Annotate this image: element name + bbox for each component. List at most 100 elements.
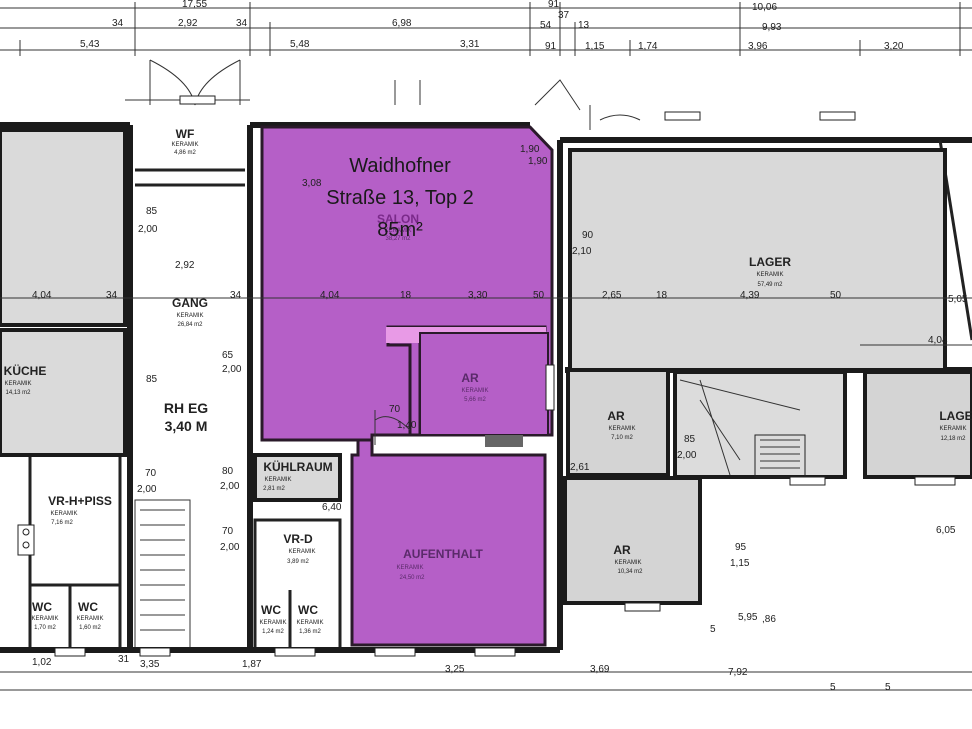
dim-label: 85 — [146, 374, 158, 385]
svg-text:GANG: GANG — [172, 296, 208, 310]
dim-label: 70 — [222, 526, 234, 537]
dim-label: 2,92 — [175, 260, 195, 271]
dim-label: 70 — [389, 404, 401, 415]
dim-label: 37 — [558, 10, 570, 21]
svg-text:AUFENTHALT: AUFENTHALT — [403, 547, 483, 561]
svg-text:12,18 m2: 12,18 m2 — [940, 436, 966, 442]
dim-label: 1,02 — [32, 657, 52, 668]
dim-label: 3,69 — [590, 664, 610, 675]
svg-text:KERAMIK: KERAMIK — [939, 426, 966, 432]
highlight-area-lower — [350, 438, 547, 647]
dim-label: 5,95 — [738, 612, 758, 623]
svg-text:KERAMIK: KERAMIK — [76, 616, 103, 622]
svg-text:WC: WC — [78, 600, 98, 614]
dim-label: 85 — [146, 206, 158, 217]
dim-label: 34 — [112, 18, 124, 29]
dim-label: 4,04 — [32, 290, 52, 301]
dim-label: 6,40 — [322, 502, 342, 513]
svg-text:4,86 m2: 4,86 m2 — [174, 150, 196, 156]
dim-label: 1,90 — [528, 156, 548, 167]
dim-label: 18 — [656, 290, 668, 301]
svg-text:RH EG: RH EG — [164, 400, 208, 416]
svg-text:KÜCHE: KÜCHE — [4, 363, 47, 378]
svg-text:WC: WC — [32, 600, 52, 614]
dim-label: 6,98 — [392, 18, 412, 29]
dim-label: 2,92 — [178, 18, 198, 29]
svg-text:5,66 m2: 5,66 m2 — [464, 397, 486, 403]
svg-text:57,49 m2: 57,49 m2 — [757, 282, 783, 288]
bottom-dimension-labels: 1,02 31 3,35 1,87 3,25 3,69 7,92 5,95 ,8… — [32, 612, 891, 693]
svg-text:AR: AR — [613, 543, 631, 557]
svg-text:SALON: SALON — [377, 212, 419, 226]
apartment-area: 85m² — [377, 219, 423, 241]
dim-label: 34 — [230, 290, 242, 301]
room-wc-3: WC KERAMIK 1,24 m2 — [259, 603, 286, 635]
dim-label: 1,87 — [242, 659, 262, 670]
svg-text:KERAMIK: KERAMIK — [756, 272, 783, 278]
dim-label: 1,15 — [585, 41, 605, 52]
fixtures — [17, 364, 555, 556]
dim-label: 95 — [735, 542, 747, 553]
room-vr-d: VR-D KERAMIK 3,89 m2 — [283, 532, 315, 565]
dim-label: 2,00 — [677, 450, 697, 461]
dim-label: 18 — [400, 290, 412, 301]
dim-label: 6,05 — [936, 525, 956, 536]
dim-label: 2,00 — [222, 364, 242, 375]
svg-text:LAGER: LAGER — [749, 255, 791, 269]
dim-label: 2,00 — [220, 542, 240, 553]
svg-text:KERAMIK: KERAMIK — [296, 620, 323, 626]
dim-label: 1,15 — [730, 558, 750, 569]
dim-label: 1,40 — [397, 420, 417, 431]
svg-text:LAGE: LAGE — [939, 409, 972, 423]
dim-label: 1,74 — [638, 41, 658, 52]
dim-label: 31 — [118, 654, 130, 665]
dim-label: 34 — [236, 18, 248, 29]
room-vr-h-piss: VR-H+PISS KERAMIK 7,16 m2 — [48, 494, 112, 526]
svg-text:3,40 M: 3,40 M — [165, 418, 208, 434]
dim-label: 4,39 — [740, 290, 760, 301]
dim-label: 5,43 — [80, 39, 100, 50]
dim-label: 2,00 — [137, 484, 157, 495]
svg-text:KERAMIK: KERAMIK — [171, 142, 198, 148]
svg-text:KERAMIK: KERAMIK — [614, 560, 641, 566]
dim-label: 4,04 — [928, 335, 948, 346]
highlighted-apartment — [260, 125, 554, 647]
svg-text:7,16 m2: 7,16 m2 — [51, 520, 73, 526]
dim-label: 2,00 — [138, 224, 158, 235]
dim-label: 5 — [830, 682, 836, 693]
dim-label: 5 — [710, 624, 716, 635]
room-ar-1: AR KERAMIK 5,66 m2 — [461, 371, 488, 403]
dim-label: 91 — [545, 41, 557, 52]
svg-text:VR-H+PISS: VR-H+PISS — [48, 494, 112, 508]
room-lager: LAGER KERAMIK 57,49 m2 — [749, 255, 791, 288]
dim-label: 7,92 — [728, 667, 748, 678]
dim-label: 85 — [684, 434, 696, 445]
dim-label: 50 — [830, 290, 842, 301]
inner-dimension-labels: 4,04 34 34 4,04 18 3,30 50 2,65 18 4,39 … — [32, 144, 968, 569]
dim-label: 3,31 — [460, 39, 480, 50]
svg-text:KERAMIK: KERAMIK — [50, 511, 77, 517]
windows — [54, 95, 956, 657]
dim-label: 2,65 — [602, 290, 622, 301]
room-ar-3: AR KERAMIK 10,34 m2 — [613, 543, 643, 575]
dim-label: 9,93 — [762, 22, 782, 33]
svg-text:38,27 m2: 38,27 m2 — [385, 236, 411, 242]
room-wc-2: WC KERAMIK 1,60 m2 — [76, 600, 103, 631]
dim-label: 17,55 — [182, 0, 207, 10]
svg-text:3,89 m2: 3,89 m2 — [287, 559, 309, 565]
dim-label: 2,00 — [220, 481, 240, 492]
dim-label: 2,61 — [570, 462, 590, 473]
dim-label: 1,90 — [520, 144, 540, 155]
svg-text:KERAMIK: KERAMIK — [396, 565, 423, 571]
svg-text:26,84 m2: 26,84 m2 — [177, 322, 203, 328]
svg-text:KERAMIK: KERAMIK — [31, 616, 58, 622]
room-wf: WF KERAMIK 4,86 m2 — [171, 127, 198, 156]
dim-label: 5,05 — [948, 294, 968, 305]
svg-text:24,50 m2: 24,50 m2 — [399, 575, 425, 581]
dim-label: 3,20 — [884, 41, 904, 52]
room-labels: WF KERAMIK 4,86 m2 SALON KERAMIK 38,27 m… — [4, 127, 972, 635]
walls — [0, 122, 972, 653]
dim-label: 5,48 — [290, 39, 310, 50]
svg-text:KERAMIK: KERAMIK — [264, 477, 291, 483]
